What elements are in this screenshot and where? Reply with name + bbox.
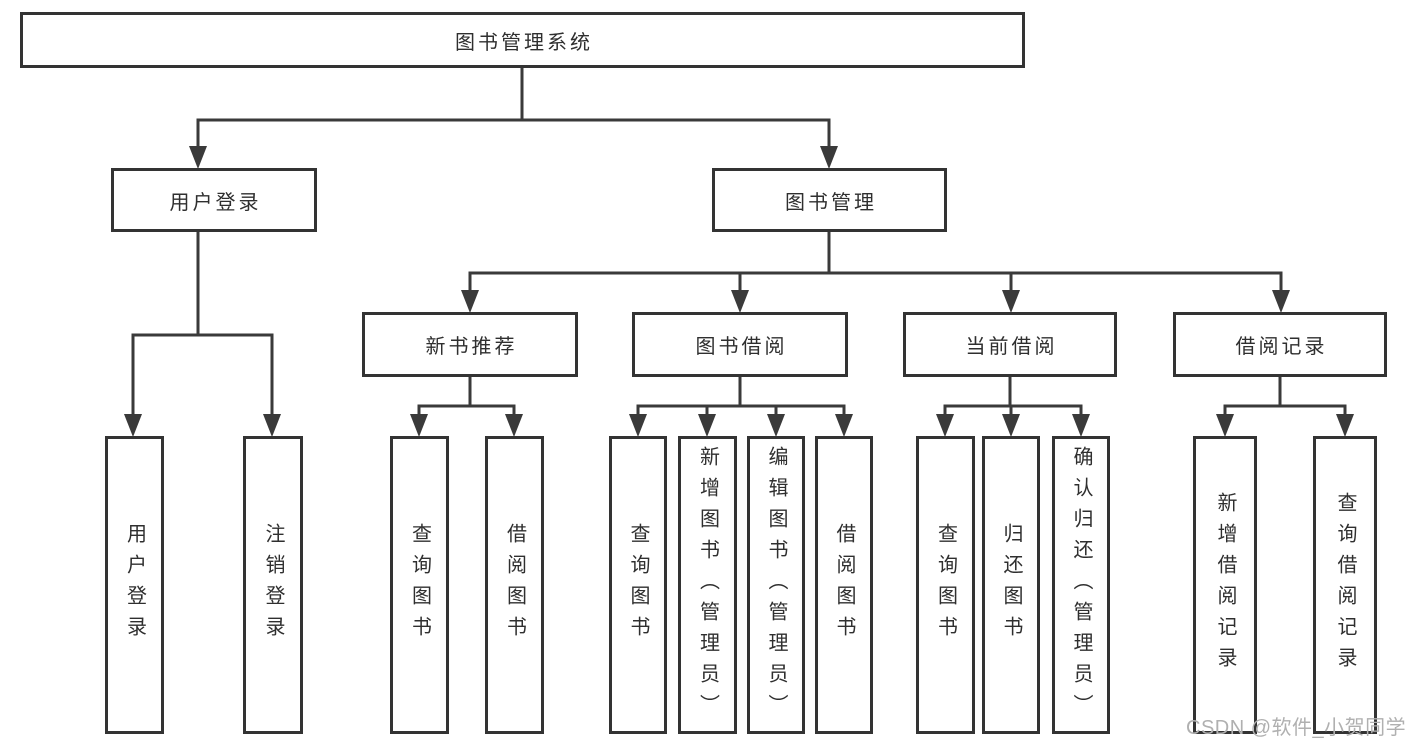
- csdn-watermark: CSDN @软件_小贺同学: [1186, 717, 1405, 739]
- leaf-return-books: 归还图书: [982, 436, 1040, 734]
- leaf-confirm-return-admin: 确认归还（管理员）: [1052, 436, 1110, 734]
- leaf-logout: 注销登录: [243, 436, 303, 734]
- leaf-add-books-admin: 新增图书（管理员）: [678, 436, 737, 734]
- node-borrow-record-label: 借阅记录: [1235, 336, 1328, 358]
- leaf-query-books-borrow: 查询图书: [609, 436, 667, 734]
- node-borrow-record: 借阅记录: [1173, 312, 1387, 377]
- node-current-borrow: 当前借阅: [903, 312, 1117, 377]
- node-book-borrow: 图书借阅: [632, 312, 848, 377]
- node-root: 图书管理系统: [20, 12, 1025, 68]
- node-new-book-recommend-label: 新书推荐: [425, 336, 518, 358]
- node-book-borrow-label: 图书借阅: [695, 336, 788, 358]
- node-current-borrow-label: 当前借阅: [965, 336, 1058, 358]
- leaf-edit-books-admin: 编辑图书（管理员）: [747, 436, 805, 734]
- node-user-login-label: 用户登录: [169, 191, 262, 214]
- leaf-query-books-current: 查询图书: [916, 436, 975, 734]
- leaf-add-borrow-record: 新增借阅记录: [1193, 436, 1257, 734]
- node-book-management-label: 图书管理: [785, 191, 877, 214]
- node-user-login: 用户登录: [111, 168, 317, 232]
- leaf-borrow-books: 借阅图书: [815, 436, 873, 734]
- leaf-borrow-books-recommend: 借阅图书: [485, 436, 544, 734]
- leaf-query-books-recommend: 查询图书: [390, 436, 449, 734]
- leaf-query-borrow-record: 查询借阅记录: [1313, 436, 1377, 734]
- node-root-label: 图书管理系统: [455, 31, 593, 54]
- node-book-management: 图书管理: [712, 168, 947, 232]
- node-new-book-recommend: 新书推荐: [362, 312, 578, 377]
- leaf-user-login: 用户登录: [105, 436, 164, 734]
